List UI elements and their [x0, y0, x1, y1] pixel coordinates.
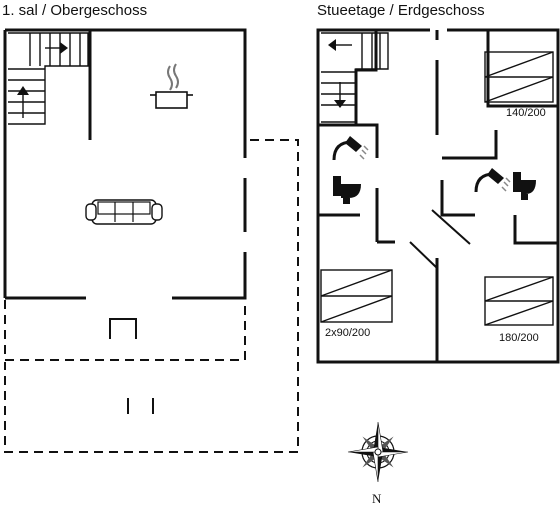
bed-icon [320, 269, 393, 323]
ground-floor-title: Stueetage / Erdgeschoss [317, 2, 485, 19]
upper-wall-outline [5, 28, 247, 300]
upper-floor [3, 28, 299, 453]
upper-terrace-lower [4, 300, 246, 361]
hall-door-right [431, 209, 471, 245]
toilet-icon [333, 176, 361, 204]
shower-icon [332, 136, 369, 161]
bed-icon [484, 51, 554, 103]
upper-balcony-right [4, 139, 299, 453]
bed-label-top-right: 140/200 [506, 107, 546, 119]
ground-wall-bath-right [442, 30, 558, 160]
upper-door-frame [109, 318, 137, 339]
bed-label-left: 2x90/200 [325, 327, 370, 339]
shower-icon [474, 168, 511, 193]
kitchen-pot-icon [150, 63, 193, 109]
sofa-icon [85, 199, 163, 225]
north-label: N [372, 491, 382, 506]
stairs-icon [321, 32, 389, 123]
ground-wall-bath-left [318, 123, 379, 242]
stairs-icon [8, 32, 89, 125]
bed-icon [484, 276, 554, 326]
hall-door-left [409, 241, 438, 269]
upper-floor-title: 1. sal / Obergeschoss [2, 2, 147, 19]
ground-floor: 140/200 2x90/200 180/200 [316, 28, 560, 364]
ground-wall-right-room [440, 180, 558, 245]
toilet-icon [513, 172, 536, 200]
compass-rose-icon [347, 421, 409, 483]
ground-wall-stair [354, 30, 378, 125]
bed-label-bottom-right: 180/200 [499, 332, 539, 344]
